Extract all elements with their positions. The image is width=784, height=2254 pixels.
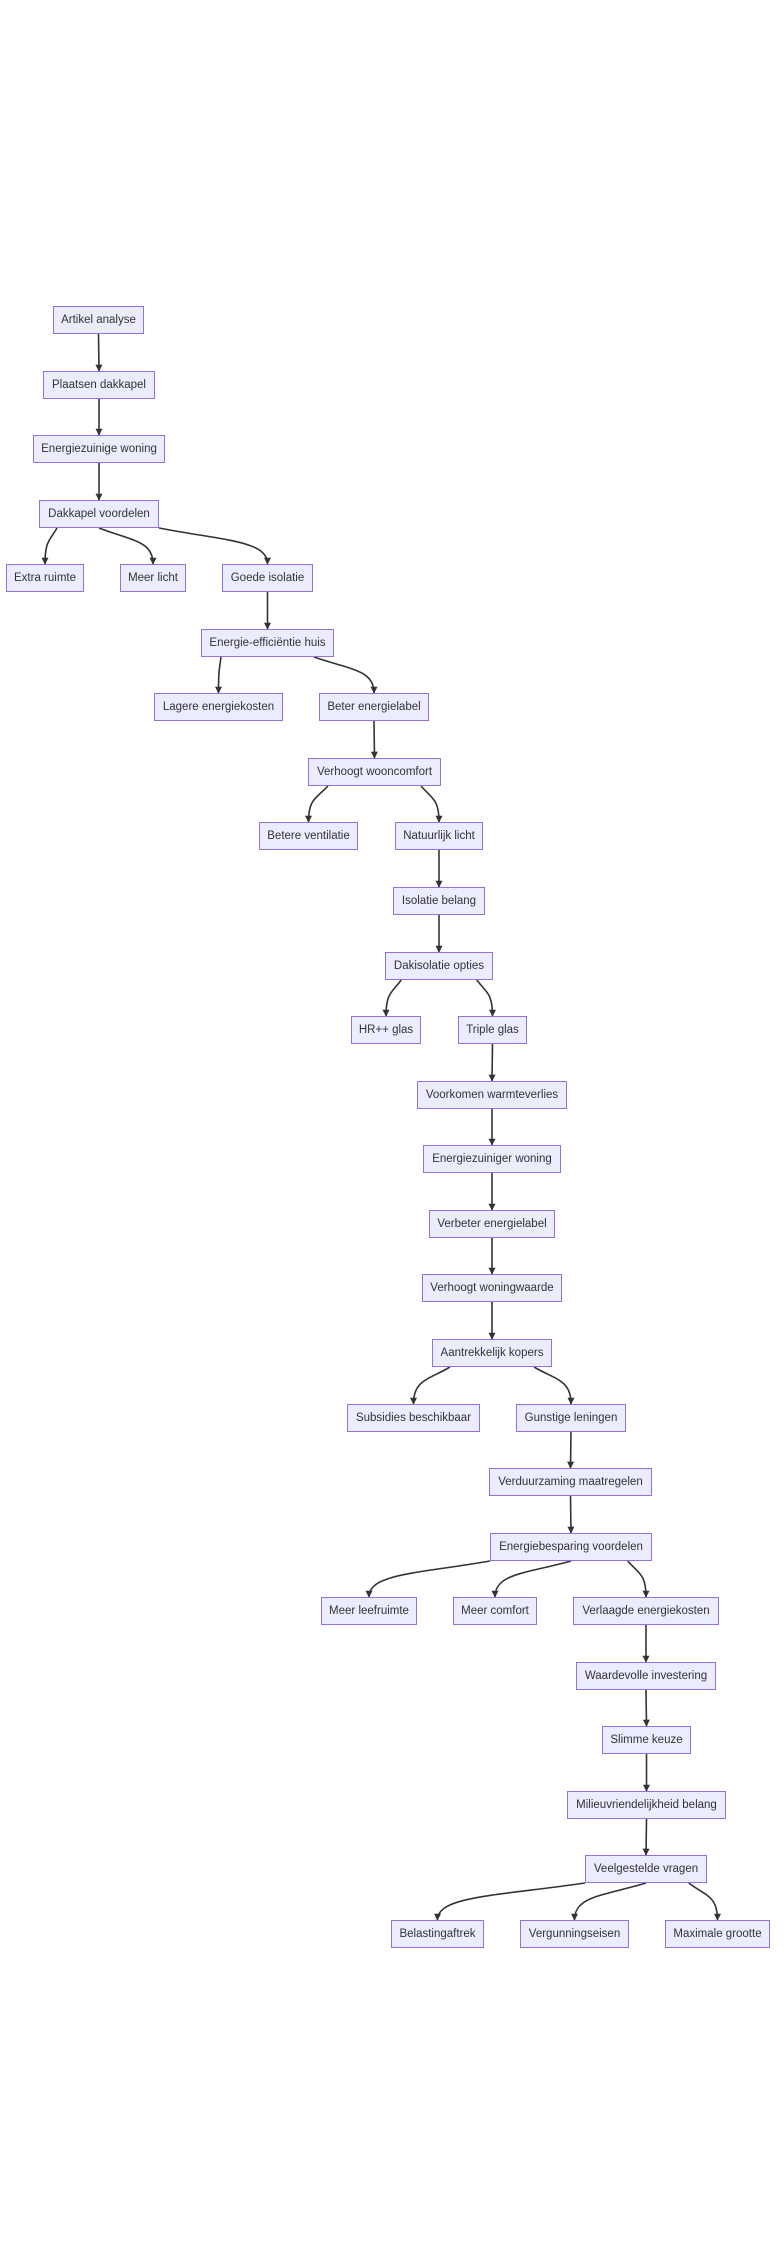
flow-node[interactable]: Belastingaftrek [391,1920,484,1948]
flow-node[interactable]: Vergunningseisen [520,1920,629,1948]
flow-edge [533,1366,575,1405]
flow-edge [365,1560,491,1598]
flow-node-label: Dakisolatie opties [393,960,485,972]
flow-edge [571,1882,647,1921]
flow-edge [313,656,378,694]
flow-node[interactable]: Waardevolle investering [576,1662,716,1690]
flow-node-label: Aantrekkelijk kopers [440,1347,544,1359]
flow-edge [410,1366,451,1405]
flow-edge [95,333,103,372]
flow-node-label: Betere ventilatie [267,830,350,842]
flow-node[interactable]: Isolatie belang [393,887,485,915]
flow-node-label: Triple glas [466,1024,519,1036]
flow-node-label: Meer leefruimte [329,1605,409,1617]
flow-node-label: Goede isolatie [230,572,305,584]
flow-node-label: Artikel analyse [61,314,136,326]
flow-node-label: Verhoogt woningwaarde [430,1282,554,1294]
flow-node[interactable]: Meer comfort [453,1597,537,1625]
flow-node-label: Isolatie belang [401,895,477,907]
flow-node-label: Lagere energiekosten [162,701,275,713]
flow-edge [476,979,496,1017]
flow-edge [491,1560,572,1598]
flow-edge [627,1560,650,1598]
flow-edge [158,527,271,565]
flow-node-label: Veelgestelde vragen [593,1863,699,1875]
flow-node-label: Vergunningseisen [528,1928,621,1940]
flow-edge [98,527,157,565]
flow-node-label: Energiezuinige woning [41,443,157,455]
flow-edge [41,527,58,565]
flow-node[interactable]: Verlaagde energiekosten [573,1597,719,1625]
flow-edge [567,1431,575,1469]
flow-node[interactable]: Verbeter energielabel [429,1210,555,1238]
flow-node[interactable]: Energiebesparing voordelen [490,1533,652,1561]
flow-node-label: Energiebesparing voordelen [499,1541,643,1553]
flow-edge [642,1818,650,1856]
flow-node-label: Maximale grootte [673,1928,762,1940]
flow-edge [370,720,378,759]
flow-node[interactable]: Meer licht [120,564,186,592]
flow-node-label: Meer licht [128,572,178,584]
flow-node[interactable]: Voorkomen warmteverlies [417,1081,567,1109]
flow-node[interactable]: Dakisolatie opties [385,952,493,980]
flow-node-label: Plaatsen dakkapel [52,379,146,391]
flow-node-label: HR++ glas [358,1024,414,1036]
flow-edge [488,1043,496,1082]
flow-node[interactable]: Energie-efficiëntie huis [201,629,334,657]
flow-edge [215,656,223,694]
flow-node[interactable]: Energiezuinige woning [33,435,165,463]
flow-node-label: Waardevolle investering [584,1670,708,1682]
flow-node-label: Energie-efficiëntie huis [209,637,326,649]
flow-node-label: Verduurzaming maatregelen [498,1476,643,1488]
flow-node[interactable]: Maximale grootte [665,1920,770,1948]
flow-node-label: Energiezuiniger woning [432,1153,552,1165]
flow-node-label: Verhoogt wooncomfort [316,766,433,778]
flow-edge [688,1882,721,1921]
flow-node-label: Beter energielabel [327,701,421,713]
flow-node[interactable]: Gunstige leningen [516,1404,626,1432]
flow-edge [382,979,402,1017]
flow-node[interactable]: Verhoogt wooncomfort [308,758,441,786]
flow-node-label: Natuurlijk licht [403,830,475,842]
flow-edge [420,785,443,823]
flow-node[interactable]: Triple glas [458,1016,527,1044]
flow-node[interactable]: Meer leefruimte [321,1597,417,1625]
flow-node-label: Verlaagde energiekosten [582,1605,710,1617]
flow-node[interactable]: Plaatsen dakkapel [43,371,155,399]
flow-node[interactable]: Subsidies beschikbaar [347,1404,480,1432]
flow-node-label: Subsidies beschikbaar [355,1412,472,1424]
flow-node[interactable]: Veelgestelde vragen [585,1855,707,1883]
flow-node-label: Milieuvriendelijkheid belang [576,1799,717,1811]
flow-node-label: Belastingaftrek [399,1928,476,1940]
flow-node-label: Slimme keuze [610,1734,683,1746]
flow-node[interactable]: Extra ruimte [6,564,84,592]
flow-node[interactable]: HR++ glas [351,1016,421,1044]
flow-node[interactable]: Slimme keuze [602,1726,691,1754]
flow-node[interactable]: Betere ventilatie [259,822,358,850]
flow-node[interactable]: Energiezuiniger woning [423,1145,561,1173]
flow-node[interactable]: Natuurlijk licht [395,822,483,850]
flow-node[interactable]: Dakkapel voordelen [39,500,159,528]
flow-node-label: Verbeter energielabel [437,1218,547,1230]
flow-node[interactable]: Lagere energiekosten [154,693,283,721]
flow-node-label: Dakkapel voordelen [48,508,150,520]
flow-edge [567,1495,575,1534]
flow-node[interactable]: Artikel analyse [53,306,144,334]
flow-node[interactable]: Milieuvriendelijkheid belang [567,1791,726,1819]
flow-node-label: Extra ruimte [14,572,76,584]
flow-edge [434,1882,586,1921]
flow-node[interactable]: Beter energielabel [319,693,429,721]
flow-node[interactable]: Aantrekkelijk kopers [432,1339,552,1367]
flow-node[interactable]: Goede isolatie [222,564,313,592]
flow-edge [305,785,329,823]
flow-node-label: Gunstige leningen [524,1412,618,1424]
flow-node[interactable]: Verduurzaming maatregelen [489,1468,652,1496]
flow-node-label: Voorkomen warmteverlies [425,1089,559,1101]
flow-node-label: Meer comfort [461,1605,529,1617]
flow-node[interactable]: Verhoogt woningwaarde [422,1274,562,1302]
flow-edge [642,1689,650,1727]
